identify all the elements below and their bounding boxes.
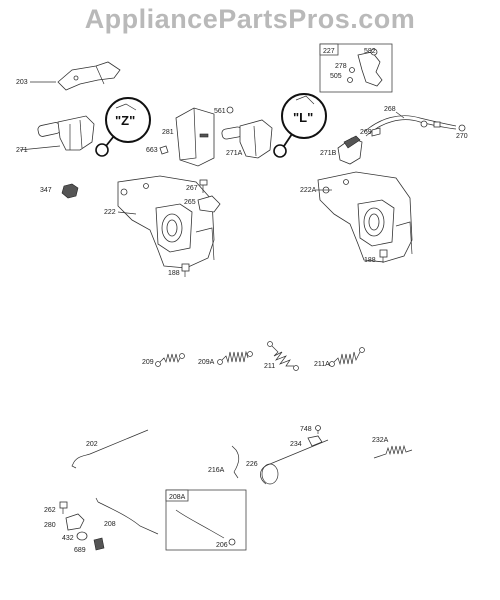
part-271: 271 [16, 115, 95, 154]
label-206: 206 [216, 542, 228, 549]
label-268: 268 [384, 106, 396, 113]
part-281: 281 [162, 107, 215, 167]
part-222a: 222A [300, 171, 413, 263]
label-347: 347 [40, 187, 52, 194]
part-226: 226 [246, 439, 329, 485]
part-271a: 271A [221, 119, 273, 159]
label-689: 689 [74, 547, 86, 554]
part-582-screw [370, 48, 378, 56]
label-208: 208 [104, 521, 116, 528]
label-280: 280 [44, 522, 56, 529]
part-222: 222 [104, 175, 215, 269]
label-203: 203 [16, 79, 28, 86]
label-432: 432 [62, 535, 74, 542]
label-267: 267 [186, 185, 198, 192]
label-209: 209 [142, 359, 154, 366]
label-505: 505 [330, 73, 342, 80]
label-281: 281 [162, 129, 174, 136]
label-188-right: 188 [364, 257, 376, 264]
part-689: 689 [74, 537, 105, 554]
callout-l-label: "L" [293, 110, 313, 125]
label-262: 262 [44, 507, 56, 514]
label-269: 269 [360, 129, 372, 136]
part-265: 265 [184, 195, 221, 213]
part-582-bracket [357, 51, 383, 87]
watermark: AppliancePartsPros.com [84, 4, 416, 34]
part-208: 208 [95, 497, 159, 535]
part-269: 269 [360, 127, 381, 137]
part-188-left: 188 [168, 263, 190, 277]
label-211: 211 [264, 363, 275, 370]
label-209a: 209A [198, 359, 215, 366]
label-265: 265 [184, 199, 196, 206]
label-226: 226 [246, 461, 258, 468]
callout-l: "L" [273, 93, 327, 158]
part-268: 268 [363, 106, 457, 137]
label-227: 227 [323, 48, 335, 55]
box-227-frame [319, 43, 393, 93]
box-208a: 208A 206 [165, 489, 247, 551]
box-208a-tab [165, 489, 189, 502]
part-561: 561 [214, 106, 234, 115]
label-582: 582 [364, 48, 376, 55]
label-748: 748 [300, 426, 312, 433]
part-270: 270 [456, 124, 468, 140]
part-280: 280 [44, 513, 85, 531]
part-748: 748 [300, 425, 321, 434]
part-202: 202 [71, 429, 149, 469]
label-270: 270 [456, 133, 468, 140]
spring-209a: 209A [198, 350, 253, 366]
label-271: 271 [16, 147, 28, 154]
part-188-right: 188 [364, 249, 388, 264]
spring-211: 211 [264, 341, 299, 371]
part-232a: 232A [372, 437, 413, 459]
label-188-left: 188 [168, 270, 180, 277]
label-222a: 222A [300, 187, 317, 194]
part-347: 347 [40, 183, 79, 199]
label-222: 222 [104, 209, 116, 216]
part-206 [228, 538, 236, 546]
label-561: 561 [214, 108, 226, 115]
label-663: 663 [146, 147, 158, 154]
box-208a-frame [165, 489, 247, 551]
label-216a: 216A [208, 467, 225, 474]
part-267: 267 [186, 179, 208, 193]
label-271b: 271B [320, 150, 337, 157]
part-271b: 271B [320, 135, 363, 165]
part-278 [349, 67, 355, 73]
part-432: 432 [62, 531, 88, 542]
part-234: 234 [290, 435, 323, 448]
label-271a: 271A [226, 150, 243, 157]
label-278: 278 [335, 63, 347, 70]
label-202: 202 [86, 441, 98, 448]
label-232a: 232A [372, 437, 389, 444]
callout-z: "Z" [95, 97, 151, 157]
label-211a: 211A [314, 361, 330, 368]
box-227: 227 582 278 505 [319, 43, 393, 93]
part-216a: 216A [208, 445, 240, 479]
label-234: 234 [290, 441, 302, 448]
box-227-tab [319, 43, 339, 56]
part-505 [347, 77, 353, 83]
part-203: 203 [16, 61, 121, 91]
part-262: 262 [44, 501, 68, 514]
spring-211a: 211A [314, 347, 365, 368]
label-208a: 208A [169, 494, 186, 501]
callout-z-label: "Z" [115, 113, 135, 128]
part-663: 663 [146, 145, 169, 155]
spring-209: 209 [142, 353, 185, 367]
